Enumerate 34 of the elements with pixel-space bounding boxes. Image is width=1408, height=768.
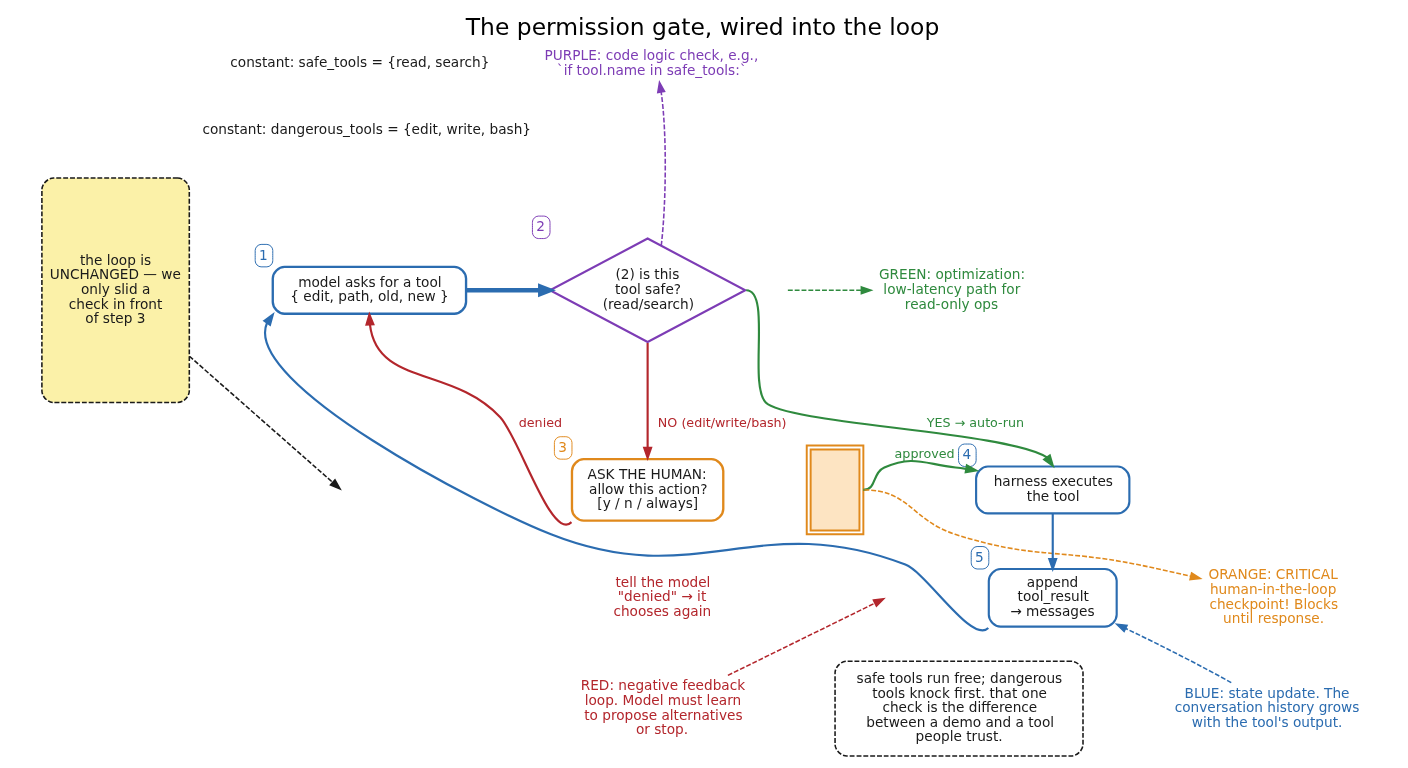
node-box: safe tools run free; dangerous tools knock first. that one check is the difference between a demo and a tool people trust. bbox=[834, 660, 1084, 757]
node-box: the loop is UNCHANGED — we only slid a check in front of step 3 bbox=[41, 177, 191, 404]
arrow bbox=[1047, 513, 1058, 572]
label: constant: dangerous_tools = {edit, write, bash} bbox=[202, 120, 532, 137]
node-text: GREEN: optimization: low-latency path for read-only ops bbox=[878, 266, 1026, 312]
diagram-title: The permission gate, wired into the loop bbox=[465, 12, 940, 41]
node-text: PURPLE: code logic check, e.g., `if tool.name in safe_tools:` bbox=[544, 47, 759, 78]
arrow bbox=[745, 289, 1055, 469]
node-text: RED: negative feedback loop. Model must learn to propose alternatives or stop. bbox=[580, 677, 746, 738]
arrow bbox=[642, 343, 653, 461]
edge-label: NO (edit/write/bash) bbox=[657, 415, 787, 431]
node-picture bbox=[805, 444, 865, 536]
node-label: 1 bbox=[259, 246, 268, 263]
arrow bbox=[262, 312, 989, 631]
node-label: 5 bbox=[975, 548, 984, 565]
node-label: 3 bbox=[558, 439, 568, 456]
arrow bbox=[466, 283, 556, 298]
arrow bbox=[787, 285, 874, 295]
arrow bbox=[656, 80, 667, 247]
arrow bbox=[727, 597, 886, 677]
node-label: 2 bbox=[536, 218, 546, 235]
label: tell the model "denied" → it chooses again bbox=[613, 573, 712, 620]
arrow bbox=[188, 355, 342, 491]
edge-label: YES → auto-run bbox=[926, 415, 1024, 431]
node-text: BLUE: state update. The conversation history grows with the tool's output. bbox=[1174, 684, 1360, 730]
arrow bbox=[1114, 623, 1233, 684]
node-text: ORANGE: CRITICAL human-in-the-loop checkpoint! Blocks until response. bbox=[1208, 566, 1339, 627]
label: constant: safe_tools = {read, search} bbox=[230, 54, 490, 71]
edge-label: approved bbox=[894, 446, 955, 462]
arrow bbox=[863, 459, 980, 491]
edge-label: denied bbox=[518, 415, 563, 431]
arrow bbox=[365, 311, 572, 526]
arrow bbox=[863, 489, 1203, 581]
node-label: 4 bbox=[962, 446, 972, 463]
